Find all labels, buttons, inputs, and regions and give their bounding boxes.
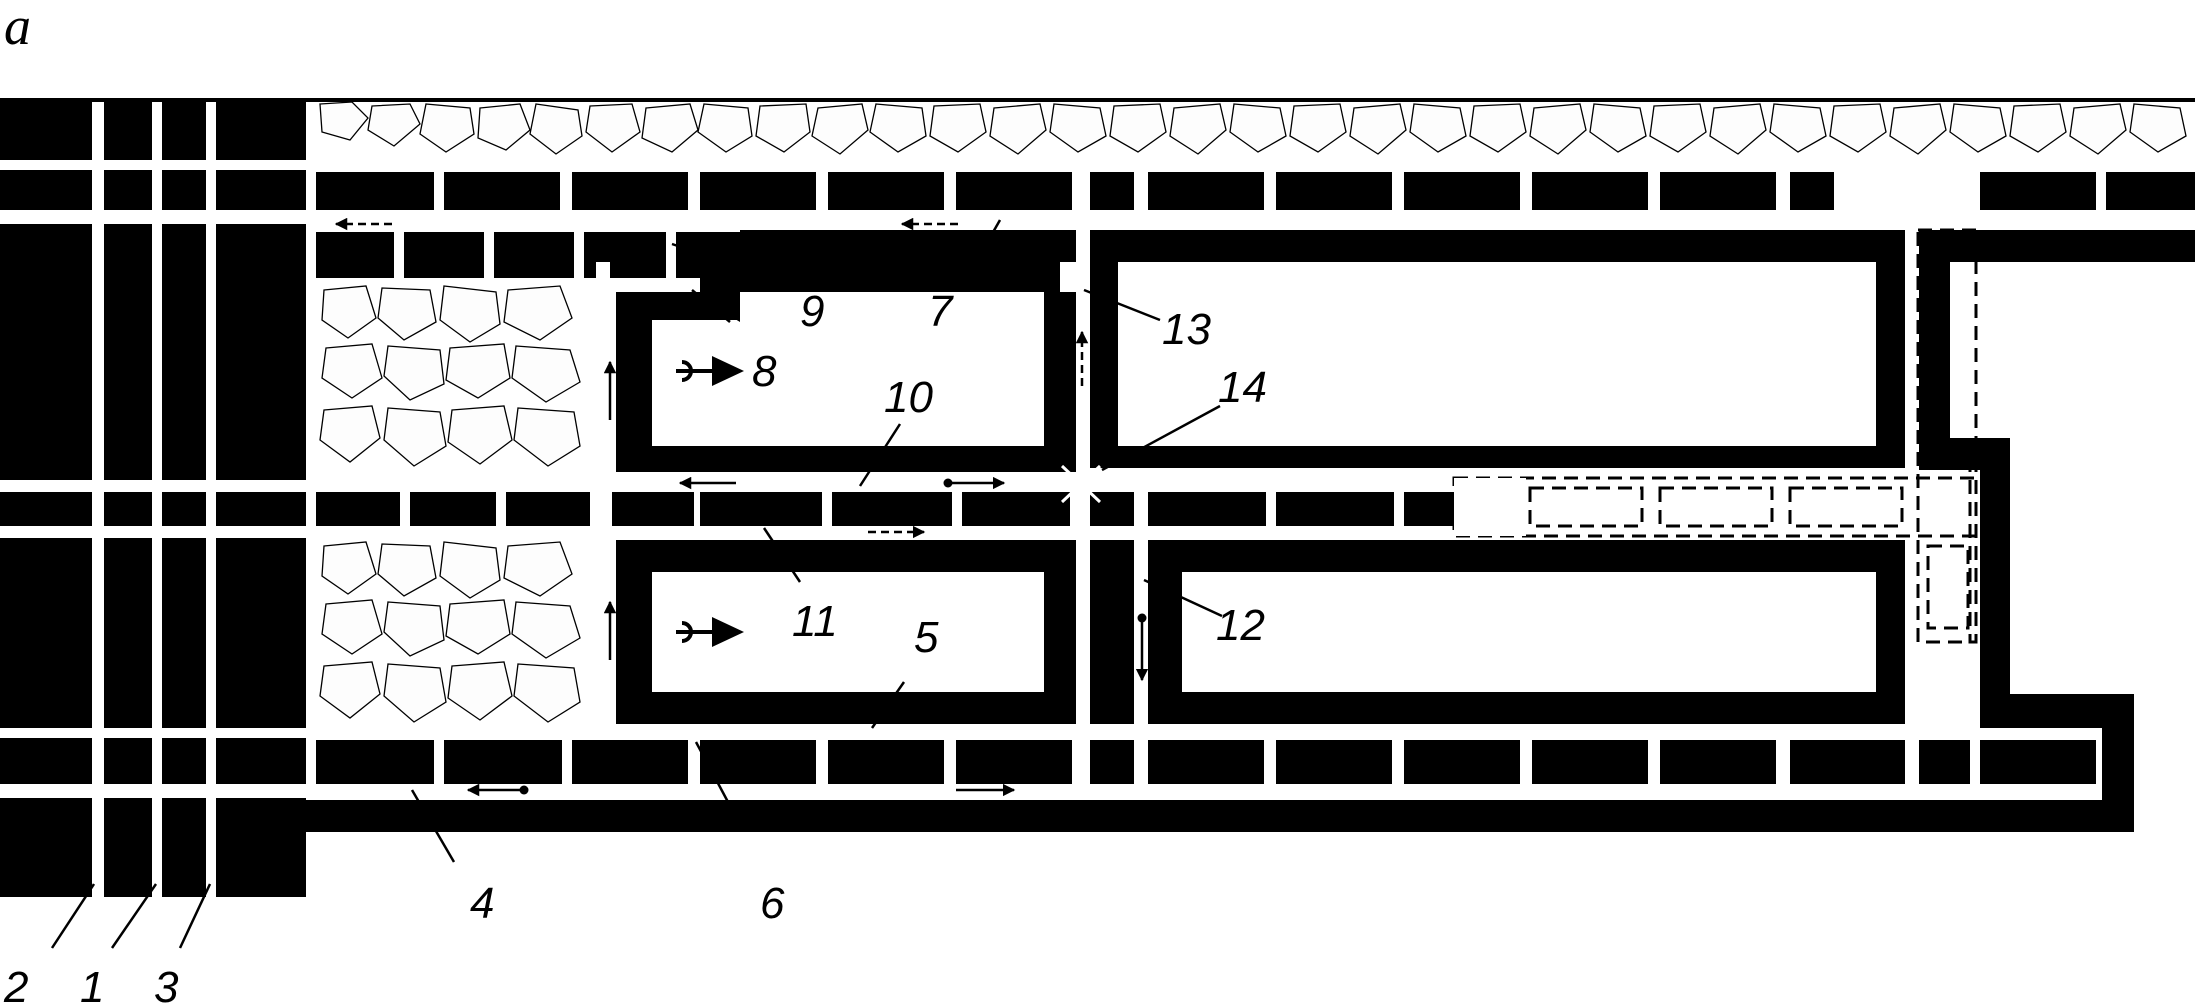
airflow-arrows xyxy=(334,217,1149,797)
label-7: 7 xyxy=(928,287,954,336)
label-8: 8 xyxy=(752,347,777,396)
goaf-left-upper xyxy=(318,282,592,478)
label-13: 13 xyxy=(1162,305,1211,354)
label-1: 1 xyxy=(80,963,104,1008)
leader-lines xyxy=(50,219,1223,949)
label-3: 3 xyxy=(154,963,179,1008)
label-2: 2 xyxy=(3,963,28,1008)
blast-mark-icon xyxy=(1060,464,1102,504)
label-14: 14 xyxy=(1218,363,1267,412)
label-11: 11 xyxy=(792,597,838,646)
machine-icon xyxy=(676,356,744,386)
goaf-top xyxy=(308,100,2195,168)
label-10: 10 xyxy=(884,373,933,422)
coal-pillars xyxy=(0,100,2195,897)
label-12: 12 xyxy=(1216,601,1265,650)
label-6: 6 xyxy=(760,879,785,928)
goaf-left-lower xyxy=(318,538,592,732)
label-5: 5 xyxy=(914,613,939,662)
label-4: 4 xyxy=(470,879,494,928)
panel-letter: a xyxy=(4,0,31,56)
label-9: 9 xyxy=(800,287,824,336)
machine-icon xyxy=(676,617,744,647)
